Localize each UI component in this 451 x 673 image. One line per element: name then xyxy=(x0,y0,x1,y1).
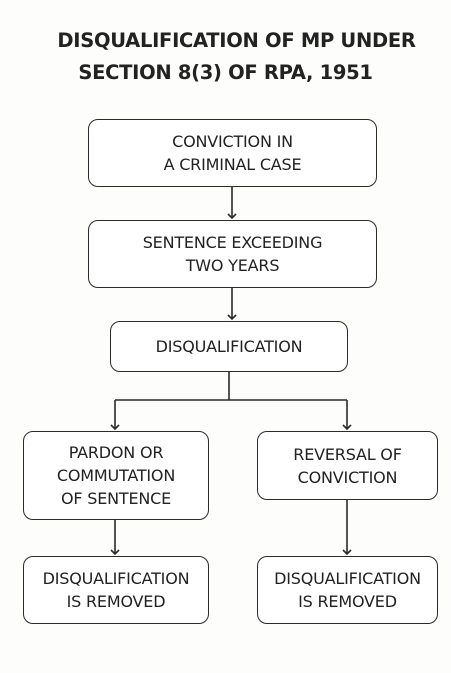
node-pardon-line-3: OF SENTENCE xyxy=(60,489,172,508)
node-pardon-line-2: COMMUTATION xyxy=(56,466,176,485)
node-conviction: CONVICTION IN A CRIMINAL CASE xyxy=(88,119,377,187)
node-reversal-line-2: CONVICTION xyxy=(297,467,398,487)
node-removed-right-line-2: IS REMOVED xyxy=(298,592,397,611)
node-removed-right-line-1: DISQUALIFICATION xyxy=(274,569,421,588)
node-sentence-line-2: TWO YEARS xyxy=(185,256,280,275)
node-disqualification: DISQUALIFICATION xyxy=(110,321,348,372)
node-disqualification-line-1: DISQUALIFICATION xyxy=(155,337,303,356)
node-removed-left-line-2: IS REMOVED xyxy=(66,592,166,611)
node-pardon-line-1: PARDON OR xyxy=(68,443,164,462)
node-sentence: SENTENCE EXCEEDING TWO YEARS xyxy=(88,220,377,288)
node-conviction-line-1: CONVICTION IN xyxy=(172,132,293,151)
node-reversal: REVERSAL OF CONVICTION xyxy=(257,431,438,500)
node-reversal-line-1: REVERSAL OF xyxy=(293,444,402,464)
node-conviction-line-2: A CRIMINAL CASE xyxy=(163,155,302,174)
node-removed-right: DISQUALIFICATION IS REMOVED xyxy=(257,556,438,624)
node-removed-left: DISQUALIFICATION IS REMOVED xyxy=(23,556,209,624)
node-sentence-line-1: SENTENCE EXCEEDING xyxy=(142,233,323,252)
diagram-title-line-1: DISQUALIFICATION OF MP UNDER xyxy=(57,29,416,52)
node-removed-left-line-1: DISQUALIFICATION xyxy=(42,569,190,588)
diagram-title-line-2: SECTION 8(3) OF RPA, 1951 xyxy=(78,61,373,84)
node-pardon: PARDON OR COMMUTATION OF SENTENCE xyxy=(23,431,209,520)
